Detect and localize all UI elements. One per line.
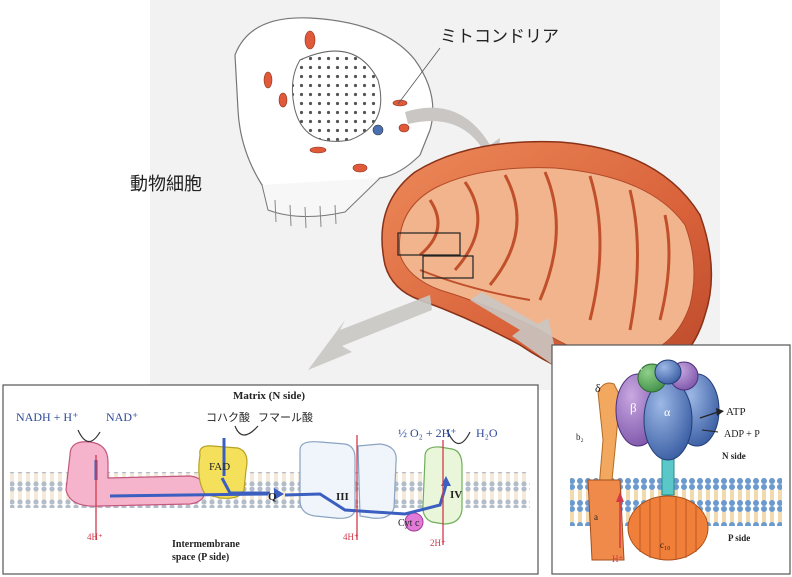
proton-label-3: 2H⁺ — [430, 538, 446, 548]
animal-cell-label: 動物細胞 — [130, 174, 202, 195]
complex-3 — [300, 442, 396, 519]
adp-label: ADP + P — [724, 429, 760, 440]
a-label: a — [594, 512, 598, 522]
h-plus-label: H⁺ — [612, 554, 623, 564]
nad-label: NAD⁺ — [106, 410, 138, 424]
n-side-label: N side — [722, 451, 746, 461]
b2-label: b₂ — [576, 432, 584, 442]
atp-label: ATP — [726, 406, 746, 418]
c10-label: c₁₀ — [660, 540, 670, 550]
complex-3-label: III — [336, 491, 349, 503]
proton-label-1: 4H⁺ — [87, 532, 103, 542]
atp-synthase-panel: ATP ADP + P N side P side H⁺ α β α δ b₂ … — [552, 345, 790, 574]
oxygen-label: ½ O₂ + 2H⁺ — [398, 426, 457, 440]
proton-label-2: 4H⁺ — [343, 532, 359, 542]
alpha-label: α — [664, 405, 671, 419]
matrix-label: Matrix (N side) — [233, 390, 305, 402]
beta-label: β — [630, 400, 637, 415]
intermembrane-label: Intermembrane — [172, 539, 240, 550]
complex-4-label: IV — [450, 489, 462, 501]
delta-label: δ — [595, 381, 601, 395]
fumarate-label: フマール酸 — [258, 410, 313, 424]
electron-transport-panel: Matrix (N side) NADH + H⁺ NAD⁺ コハク酸 フマール… — [3, 385, 538, 574]
q-label: Q — [268, 491, 277, 503]
fad-label: FAD — [209, 461, 230, 473]
cyt-c-label: Cyt c — [398, 518, 420, 529]
nadh-label: NADH + H⁺ — [16, 410, 78, 424]
mitochondria-label: ミトコンドリア — [440, 27, 559, 47]
p-side-label: P side — [728, 533, 750, 543]
water-label: H₂O — [476, 426, 498, 440]
intermembrane-space-label: space (P side) — [172, 552, 229, 563]
succinate-label: コハク酸 — [206, 410, 250, 424]
